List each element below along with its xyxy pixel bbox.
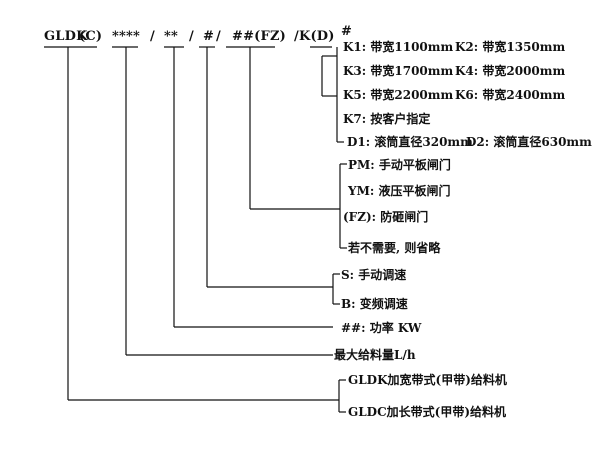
gate-option-fz: (FZ): 防砸闸门 [343, 210, 429, 224]
machine-type-gldk: GLDK加宽带式(甲带)给料机 [348, 373, 507, 387]
machine-type-gldc: GLDC加长带式(甲带)给料机 [348, 405, 506, 419]
width-option-k6: K6: 带宽2400mm [455, 88, 566, 102]
width-option-k5: K5: 带宽2200mm [343, 88, 454, 102]
code-gate: ##(FZ) [232, 29, 287, 44]
width-option-k4: K4: 带宽2000mm [455, 64, 566, 78]
code-slash-3: / [216, 29, 221, 44]
power-label: ##: 功率 KW [341, 321, 422, 335]
capacity-label: 最大给料量L/h [334, 348, 416, 362]
code-capacity: **** [112, 29, 140, 44]
width-option-k7: K7: 按客户指定 [343, 112, 431, 126]
code-slash-2: / [189, 29, 194, 44]
width-option-k2: K2: 带宽1350mm [455, 40, 566, 54]
width-option-k3: K3: 带宽1700mm [343, 64, 454, 78]
width-option-k1: K1: 带宽1100mm [343, 40, 454, 54]
drum-option-d2: D2: 滚筒直径630mm [466, 135, 592, 149]
speed-option-s: S: 手动调速 [341, 268, 407, 282]
gate-option-pm: PM: 手动平板闸门 [348, 158, 451, 172]
code-c-group: (C) [79, 29, 103, 44]
code-power: ** [164, 29, 178, 44]
gate-option-none: 若不需要, 则省略 [348, 241, 441, 255]
code-gldk: GLDK [44, 29, 88, 44]
code-slash-1: / [150, 29, 155, 44]
code-width-group: /K(D) [294, 29, 335, 44]
drum-option-d1: D1: 滚筒直径320mm [347, 135, 473, 149]
code-drum: # [341, 24, 353, 39]
speed-option-b: B: 变频调速 [341, 297, 408, 311]
code-speed: # [203, 29, 215, 44]
gate-option-ym: YM: 液压平板闸门 [348, 184, 451, 198]
